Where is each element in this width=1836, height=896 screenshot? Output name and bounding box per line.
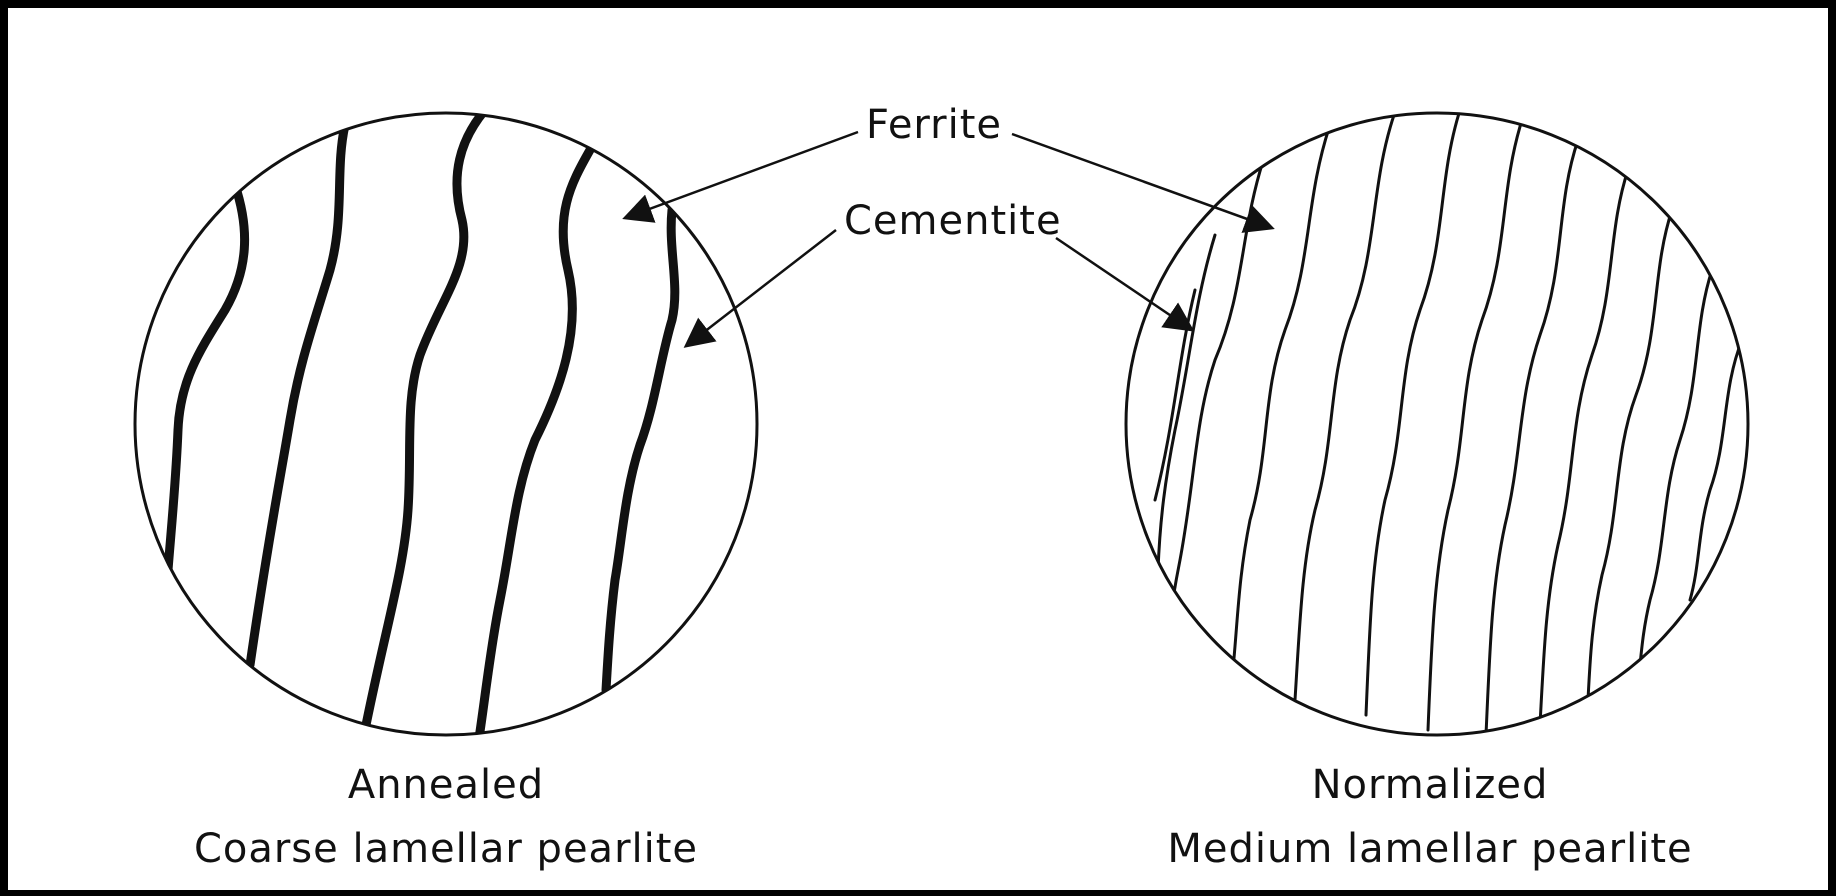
ferrite-label: Ferrite <box>866 102 1002 148</box>
micrograph-boundary <box>1126 113 1748 735</box>
cementite-lamella <box>1540 170 1628 725</box>
cementite-label: Cementite <box>844 198 1062 244</box>
normalized-micrograph <box>1126 110 1748 735</box>
cementite-lamella <box>1155 290 1195 500</box>
normalized-title: Normalized <box>1050 762 1810 808</box>
cementite-lamella <box>1588 210 1672 700</box>
cementite-lamella <box>1366 110 1460 715</box>
annealed-micrograph <box>135 110 757 745</box>
cementite-lamella <box>168 185 245 570</box>
cementite-arrow-right <box>1056 238 1192 330</box>
cementite-lamella <box>1486 140 1578 735</box>
cementite-arrow-left <box>686 230 836 346</box>
annealed-subtitle: Coarse lamellar pearlite <box>66 826 826 872</box>
cementite-lamella <box>1232 125 1330 680</box>
cementite-lamella <box>1295 112 1395 700</box>
cementite-lamella <box>606 210 675 690</box>
micrograph-boundary <box>135 113 757 735</box>
annealed-title: Annealed <box>66 762 826 808</box>
cementite-lamella <box>365 110 485 730</box>
ferrite-arrow-left <box>625 132 858 218</box>
cementite-lamella <box>250 125 345 665</box>
cementite-lamella <box>478 150 590 745</box>
normalized-subtitle: Medium lamellar pearlite <box>1050 826 1810 872</box>
